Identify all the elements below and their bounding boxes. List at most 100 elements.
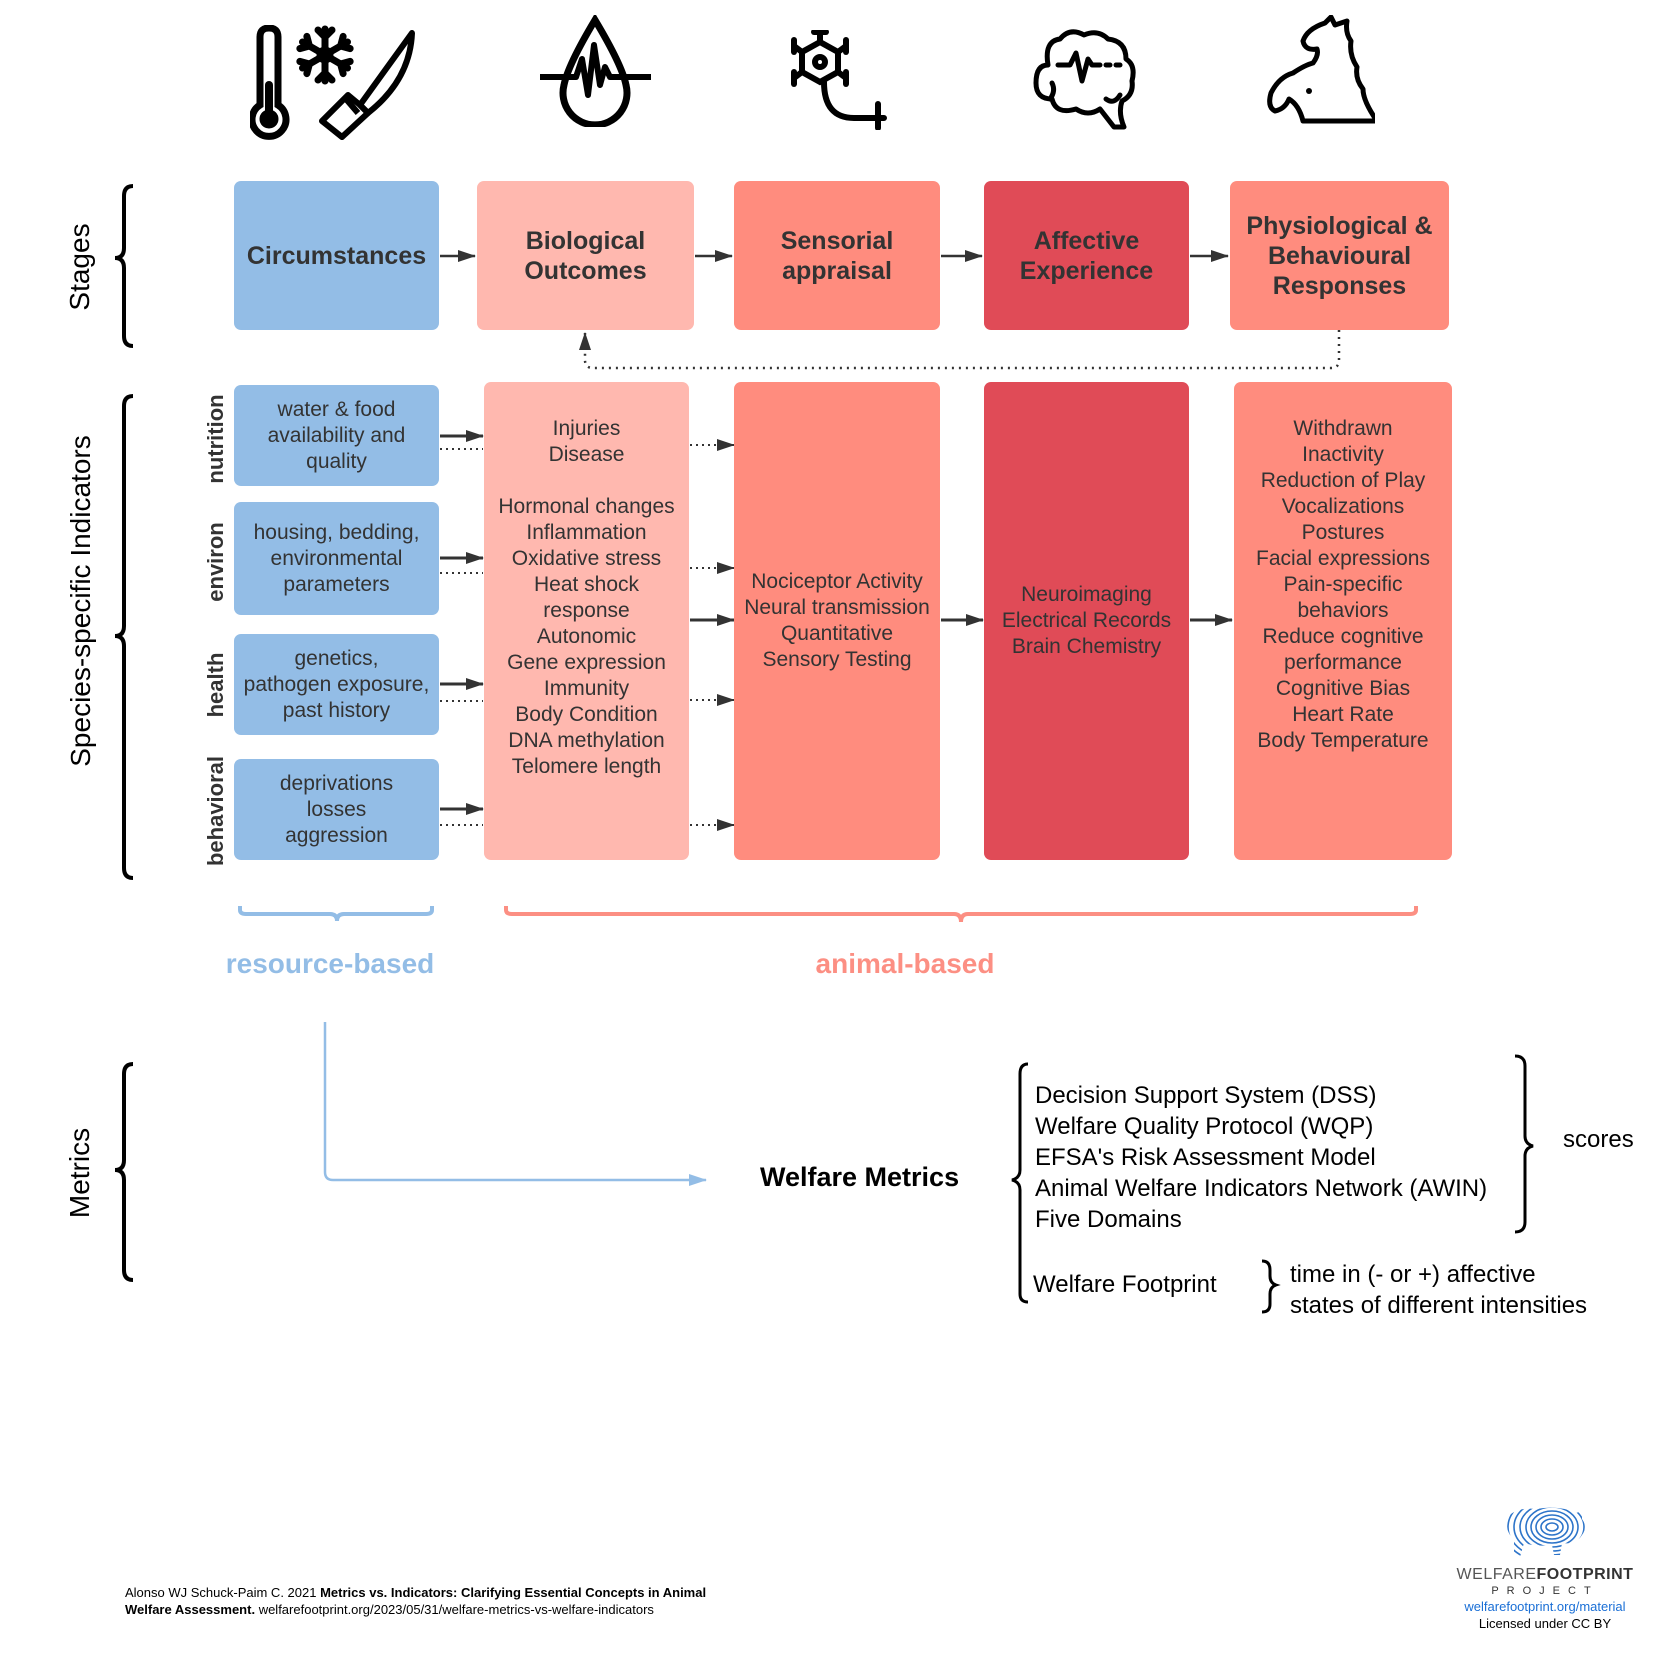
- indicator-item: [584, 468, 590, 494]
- metric-item: Decision Support System (DSS): [1035, 1082, 1377, 1109]
- animal-based-label: animal-based: [815, 948, 995, 979]
- indicator-item: Reduction of Play: [1260, 469, 1426, 492]
- category-line: parameters: [283, 572, 390, 596]
- metric-item: Animal Welfare Indicators Network (AWIN): [1035, 1175, 1488, 1202]
- category-line: deprivations: [279, 771, 394, 795]
- welfare-metrics-title: Welfare Metrics: [760, 1162, 960, 1192]
- logo-wordmark: WELFAREFOOTPRINT: [1450, 1566, 1640, 1584]
- indicator-item: Sensory Testing: [762, 648, 912, 671]
- thermometer-icon: [250, 25, 290, 140]
- resource-based-brace: [238, 906, 434, 922]
- stages-brace: [114, 184, 134, 348]
- indicator-item: Heart Rate: [1292, 703, 1394, 726]
- license-text: Licensed under CC BY: [1478, 1616, 1612, 1631]
- category-line: environmental: [270, 546, 403, 570]
- indicator-item: Cognitive Bias: [1275, 677, 1411, 700]
- category-label-environ: environ: [203, 522, 228, 602]
- stage-label: Circumstances: [246, 241, 427, 270]
- stage-label: appraisal: [782, 256, 892, 285]
- citation: Alonso WJ Schuck-Paim C. 2021 Metrics vs…: [125, 1584, 825, 1618]
- metrics-score-list: Decision Support System (DSS) Welfare Qu…: [1035, 1080, 1487, 1235]
- stage-label: Sensorial: [780, 226, 894, 255]
- indicator-item: Facial expressions: [1256, 547, 1430, 570]
- category-line: quality: [306, 449, 367, 473]
- metric-item: EFSA's Risk Assessment Model: [1035, 1144, 1376, 1171]
- metrics-side-label: Metrics: [64, 1127, 95, 1219]
- feedback-dotted-arrow: [579, 330, 1341, 370]
- stage-label: Physiological &: [1246, 211, 1433, 240]
- metrics-brace: [114, 1062, 134, 1282]
- indicators-brace: [114, 394, 134, 880]
- category-line: water & food: [277, 397, 396, 421]
- knife-icon: [319, 30, 415, 140]
- stage-label: Experience: [1019, 256, 1154, 285]
- indicator-item: Vocalizations: [1281, 495, 1405, 518]
- logo-word-bold: FOOTPRINT: [1536, 1566, 1634, 1583]
- stage-label: Behavioural: [1267, 241, 1412, 270]
- category-box-nutrition: water & food availability and quality: [234, 385, 439, 486]
- indicator-item: Inflammation: [526, 521, 647, 544]
- indicator-item: performance: [1284, 651, 1402, 674]
- indicator-item: Body Condition: [515, 703, 658, 726]
- category-box-behavioral: deprivations losses aggression: [234, 759, 439, 860]
- category-box-health: genetics, pathogen exposure, past histor…: [234, 634, 439, 735]
- category-label-health: health: [203, 652, 228, 718]
- indicators-side-label: Species-specific Indicators: [65, 435, 96, 767]
- resource-to-metrics-arrow: [323, 1022, 707, 1186]
- metric-item: Five Domains: [1035, 1206, 1182, 1233]
- welfare-footprint-logo: WELFAREFOOTPRINT PROJECT welfarefootprin…: [1450, 1505, 1640, 1632]
- circumstances-icons: [250, 25, 415, 140]
- resource-based-label: resource-based: [225, 948, 435, 979]
- category-line: past history: [282, 698, 391, 722]
- indicator-item: Oxidative stress: [511, 547, 662, 570]
- indicator-item: Nociceptor Activity: [751, 570, 923, 593]
- indicator-item: Postures: [1301, 521, 1385, 544]
- indicator-item: behaviors: [1297, 599, 1389, 622]
- citation-url: welfarefootprint.org/2023/05/31/welfare-…: [255, 1602, 654, 1617]
- neuron-icon: [791, 30, 887, 130]
- material-link[interactable]: welfarefootprint.org/material: [1464, 1599, 1626, 1614]
- logo-word-light: WELFARE: [1456, 1566, 1537, 1583]
- indicator-item: Hormonal changes: [498, 495, 675, 518]
- category-line: pathogen exposure,: [243, 672, 430, 696]
- indicator-item: Gene expression: [507, 651, 666, 674]
- indicator-item: Withdrawn: [1293, 417, 1393, 440]
- logo-subtitle: PROJECT: [1491, 1585, 1599, 1597]
- indicator-item: Immunity: [543, 677, 630, 700]
- category-label-nutrition: nutrition: [203, 394, 228, 484]
- welfare-footprint-label: Welfare Footprint: [1033, 1271, 1217, 1298]
- rearing-horse-icon: [1267, 15, 1375, 124]
- biological-to-sensorial-arrows: [690, 439, 735, 831]
- indicator-item: Body Temperature: [1257, 729, 1429, 752]
- stage-label: Affective: [1033, 226, 1140, 255]
- indicator-item: Heat shock: [533, 573, 640, 596]
- category-arrows: [440, 430, 484, 826]
- blood-drop-pulse-icon: [540, 15, 651, 127]
- stage-label: Biological: [525, 226, 646, 255]
- indicator-item: DNA methylation: [508, 729, 665, 752]
- stages-side-label: Stages: [64, 223, 95, 311]
- category-label-behavioral: behavioral: [203, 755, 228, 867]
- scores-label: scores: [1563, 1126, 1634, 1153]
- citation-title: Metrics vs. Indicators: Clarifying Essen…: [320, 1585, 707, 1600]
- indicator-item: Injuries: [552, 417, 621, 440]
- indicator-item: Disease: [548, 443, 625, 466]
- footprint-description: time in (- or +) affective states of dif…: [1290, 1259, 1587, 1321]
- indicator-item: Reduce cognitive: [1262, 625, 1424, 648]
- category-line: availability and: [267, 423, 406, 447]
- footprint-desc-line: time in (- or +) affective: [1290, 1261, 1536, 1288]
- indicator-item: Telomere length: [511, 755, 662, 778]
- indicator-item: Inactivity: [1302, 443, 1384, 466]
- metrics-list-brace: [1011, 1062, 1029, 1304]
- category-line: housing, bedding,: [253, 520, 420, 544]
- footprint-desc-line: states of different intensities: [1290, 1292, 1588, 1319]
- category-line: losses: [306, 797, 367, 821]
- snowflake-icon: [296, 25, 354, 85]
- indicator-item: Neuroimaging: [1021, 583, 1152, 606]
- stage-circumstances: Circumstances: [234, 181, 439, 330]
